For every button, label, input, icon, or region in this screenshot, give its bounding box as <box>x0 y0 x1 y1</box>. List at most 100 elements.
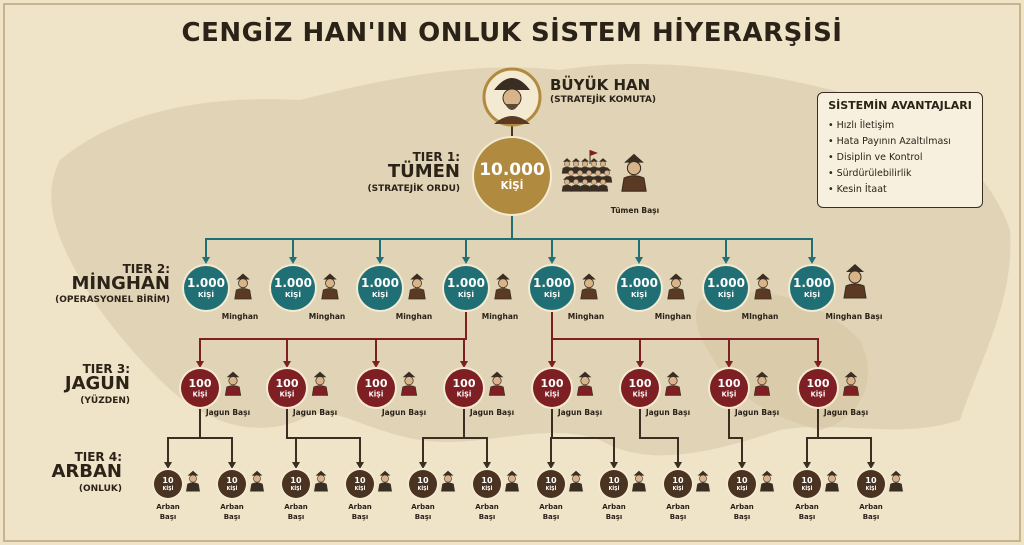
arban-leader-caption: Başı <box>798 513 816 521</box>
arrow-head-icon <box>289 257 297 264</box>
node-unit: KİŞİ <box>633 389 648 398</box>
connector-line <box>551 407 615 463</box>
warrior-head <box>600 161 606 167</box>
jagun-leader-caption: Jagun Başı <box>469 408 515 417</box>
node-count: 10 <box>801 476 813 485</box>
node-count: 10 <box>162 476 174 485</box>
node-count: 100 <box>453 377 476 390</box>
warrior-head <box>699 474 707 483</box>
helmet-spike <box>580 158 590 162</box>
node-circle <box>664 470 692 498</box>
node-circle <box>409 470 437 498</box>
arban-leader-caption: Başı <box>414 513 432 521</box>
arrow-head-icon <box>283 361 291 368</box>
node-circle <box>537 470 565 498</box>
warrior-head <box>668 376 678 386</box>
warrior-body <box>505 482 519 492</box>
warrior-body <box>569 482 583 492</box>
connector-line <box>639 407 679 463</box>
warrior-head <box>573 179 579 185</box>
jagun-leader-caption: Jagun Başı <box>292 408 338 417</box>
node-unit: KİŞİ <box>163 485 174 492</box>
node-unit: KİŞİ <box>718 290 734 299</box>
great-khan-label: BÜYÜK HAN <box>550 76 651 94</box>
arrow-head-icon <box>548 361 556 368</box>
node-unit: KİŞİ <box>369 389 384 398</box>
helmet-spike <box>490 371 504 378</box>
tier3-name: JAGUN <box>64 373 130 394</box>
node-circle <box>793 470 821 498</box>
jagun-leader-caption: Jagun Başı <box>557 408 603 417</box>
warrior-head <box>604 170 610 176</box>
warrior-head <box>317 474 325 483</box>
node-circle <box>218 470 246 498</box>
node-unit: KİŞİ <box>722 389 737 398</box>
warrior-body <box>570 184 582 192</box>
arrow-head-icon <box>483 462 491 469</box>
minghan-leader-caption: Minghan <box>567 312 605 321</box>
tier4-tier-label: TIER 4: <box>74 450 122 464</box>
tier3-subtitle: (YÜZDEN) <box>80 396 130 406</box>
warrior-head <box>584 278 594 289</box>
great-khan-subtitle: (STRATEJİK KOMUTA) <box>550 95 657 105</box>
arban-leader-caption: Başı <box>223 513 241 521</box>
warrior-head <box>671 278 681 289</box>
helmet-spike <box>571 158 581 162</box>
warrior-head <box>492 376 502 386</box>
warrior-icon <box>378 470 392 492</box>
warrior-icon <box>667 273 685 300</box>
arrow-head-icon <box>725 361 733 368</box>
connector-line <box>463 407 488 463</box>
node-circle <box>621 369 659 407</box>
warrior-icon <box>579 176 591 192</box>
node-circle <box>474 138 550 214</box>
tier4-subtitle: (ONLUK) <box>78 484 122 494</box>
warrior-head <box>564 161 570 167</box>
node-circle <box>181 369 219 407</box>
warrior-body <box>378 482 392 492</box>
warrior-icon <box>408 273 426 300</box>
node-count: 100 <box>718 377 741 390</box>
node-count: 100 <box>276 377 299 390</box>
arrow-head-icon <box>635 257 643 264</box>
arrow-head-icon <box>722 257 730 264</box>
helmet-spike <box>598 176 608 180</box>
arrow-head-icon <box>808 257 816 264</box>
jagun-leader-caption: Jagun Başı <box>823 408 869 417</box>
node-count: 10 <box>736 476 748 485</box>
great-khan-portrait-icon <box>482 67 542 127</box>
warrior-head <box>586 170 592 176</box>
node-unit: KİŞİ <box>673 485 684 492</box>
node-count: 1.000 <box>793 276 831 290</box>
node-circle <box>799 369 837 407</box>
helmet-spike <box>251 470 263 476</box>
helmet-spike <box>589 158 599 162</box>
tier2-tier-label: TIER 2: <box>122 262 170 276</box>
warrior-icon <box>494 273 512 300</box>
minghan-leader-caption: Minghan Başı <box>825 312 883 321</box>
helmet-spike <box>755 371 769 378</box>
advantages-title: SİSTEMİN AVANTAJLARI <box>828 99 972 112</box>
helmet-spike <box>761 470 773 476</box>
warrior-icon <box>441 470 455 492</box>
arban-leader-caption: Arban <box>220 503 244 511</box>
helmet-spike <box>379 470 391 476</box>
node-circle <box>271 266 315 310</box>
warrior-head <box>591 161 597 167</box>
tier1-name: TÜMEN <box>387 161 460 182</box>
warrior-body <box>494 288 512 300</box>
warrior-body <box>843 283 867 299</box>
helmet-spike <box>562 158 572 162</box>
warrior-body <box>580 288 598 300</box>
warrior-body <box>588 184 600 192</box>
connector-line <box>463 310 467 362</box>
warrior-icon <box>561 176 573 192</box>
